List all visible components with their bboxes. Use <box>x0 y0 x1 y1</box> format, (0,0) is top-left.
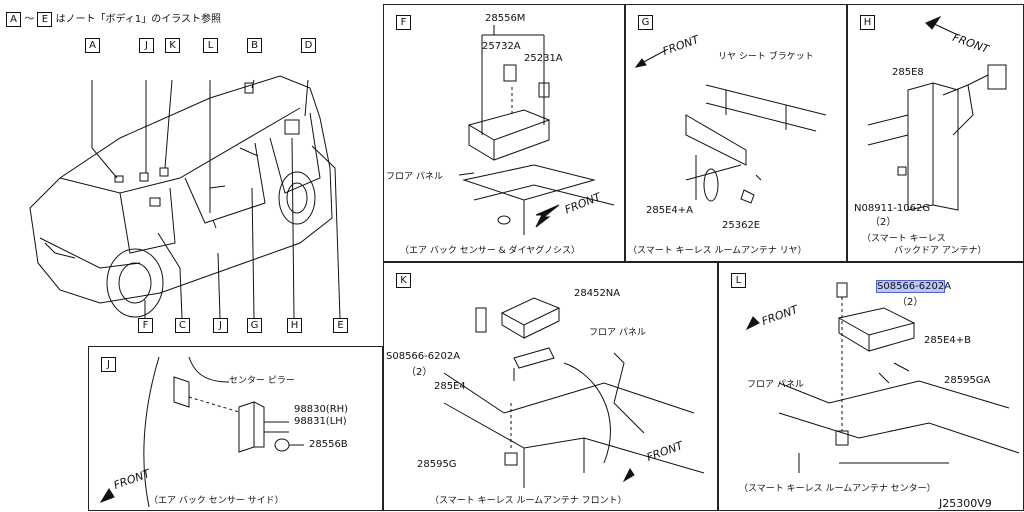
part-25362e: 25362E <box>722 220 761 231</box>
highlighted-part-number[interactable]: S08566-6202 <box>875 280 946 293</box>
part-28595g: 28595G <box>417 459 457 470</box>
qty-2: （2） <box>897 297 924 308</box>
panel-l-caption: （スマート キーレス ルームアンテナ センター） <box>739 484 936 494</box>
panel-g: G FRONT リヤ シート ブラケット 285E4+A 25362E （スマー… <box>625 4 847 262</box>
part-28556m: 28556M <box>485 13 526 24</box>
panel-g-drawing <box>634 49 827 204</box>
part-285e4-b: 285E4+B <box>924 335 972 346</box>
bolt-08566-6202a: S08566-6202A <box>386 351 461 362</box>
panel-f: F 28556M 25732A 25231A フロア パネル FRONT （エア… <box>383 4 625 262</box>
part-28595ga: 28595GA <box>944 375 991 386</box>
panel-l-tag[interactable]: L <box>731 273 746 288</box>
panel-k-caption: （スマート キーレス ルームアンテナ フロント） <box>430 496 627 506</box>
panel-h-drawing <box>867 15 1007 211</box>
panel-l: L S08566-6202A （2） FRONT 285E4+B フロア パネル… <box>718 262 1024 511</box>
overview-tag-j-top[interactable]: J <box>139 38 154 53</box>
panel-h-caption-1: （スマート キーレス <box>862 234 946 244</box>
qty-2: （2） <box>870 217 897 228</box>
panel-j-caption: （エア バック センサー サイド） <box>149 496 284 506</box>
panel-j-drawing <box>99 356 304 508</box>
overview-tag-e[interactable]: E <box>333 318 348 333</box>
intro-tilde: 〜 <box>24 14 35 25</box>
car-illustration <box>29 75 341 319</box>
part-28556b: 28556B <box>309 439 348 450</box>
panel-j: J センター ピラー 98830(RH) 98831(LH) 28556B FR… <box>88 346 383 511</box>
panel-l-drawing <box>745 282 1020 473</box>
panel-k-tag[interactable]: K <box>396 273 411 288</box>
part-98831-lh: 98831(LH) <box>294 416 347 427</box>
floor-panel-label: フロア パネル <box>386 172 443 182</box>
part-285e8: 285E8 <box>892 67 924 78</box>
panel-g-tag[interactable]: G <box>638 15 653 30</box>
rear-seat-bracket-label: リヤ シート ブラケット <box>718 52 814 62</box>
panel-f-drawing <box>458 25 615 235</box>
panel-g-caption: （スマート キーレス ルームアンテナ リヤ） <box>628 246 807 256</box>
panel-k: K 28452NA S08566-6202A （2） フロア パネル 285E4… <box>383 262 718 511</box>
panel-f-caption: （エア バック センサー & ダイヤグノシス） <box>400 246 581 256</box>
overview-tag-l[interactable]: L <box>203 38 218 53</box>
panel-h-caption-2: バックドア アンテナ） <box>894 246 987 256</box>
overview-tag-b[interactable]: B <box>247 38 262 53</box>
part-285e4-a: 285E4+A <box>646 205 693 216</box>
panel-f-tag[interactable]: F <box>396 15 411 30</box>
part-285e4: 285E4 <box>434 381 466 392</box>
part-98830-rh: 98830(RH) <box>294 404 349 415</box>
part-suffix: A <box>944 281 952 292</box>
center-pillar-label: センター ピラー <box>229 376 295 386</box>
floor-panel-label: フロア パネル <box>747 380 804 390</box>
part-28452na: 28452NA <box>574 288 621 299</box>
intro-note: A 〜 E はノート「ボディ1」のイラスト参照 <box>6 10 221 27</box>
part-25732a: 25732A <box>482 41 521 52</box>
panel-h: H FRONT 285E8 N08911-1062G （2） （スマート キーレ… <box>847 4 1024 262</box>
diagram-code: J25300V9 <box>939 497 992 510</box>
overview-tag-j-bottom[interactable]: J <box>213 318 228 333</box>
panel-k-drawing <box>443 297 705 488</box>
overview-tag-a[interactable]: A <box>85 38 100 53</box>
intro-tag-e: E <box>37 12 53 27</box>
overview-tag-g[interactable]: G <box>247 318 262 333</box>
intro-tag-a: A <box>6 12 21 27</box>
panel-j-tag[interactable]: J <box>101 357 116 372</box>
overview-tag-c[interactable]: C <box>175 318 190 333</box>
panel-h-tag[interactable]: H <box>860 15 875 30</box>
floor-panel-label: フロア パネル <box>589 328 646 338</box>
overview-panel: A J K L B D F C J G H E <box>0 28 382 340</box>
overview-tag-d[interactable]: D <box>301 38 316 53</box>
part-08911-1062g: N08911-1062G <box>854 203 931 214</box>
bolt-08566-6202a: S08566-6202A <box>875 280 952 293</box>
overview-tag-k[interactable]: K <box>165 38 180 53</box>
part-25231a: 25231A <box>524 53 563 64</box>
qty-2: （2） <box>406 367 433 378</box>
intro-text: はノート「ボディ1」のイラスト参照 <box>55 14 222 25</box>
overview-tag-h[interactable]: H <box>287 318 302 333</box>
overview-tag-f[interactable]: F <box>138 318 153 333</box>
